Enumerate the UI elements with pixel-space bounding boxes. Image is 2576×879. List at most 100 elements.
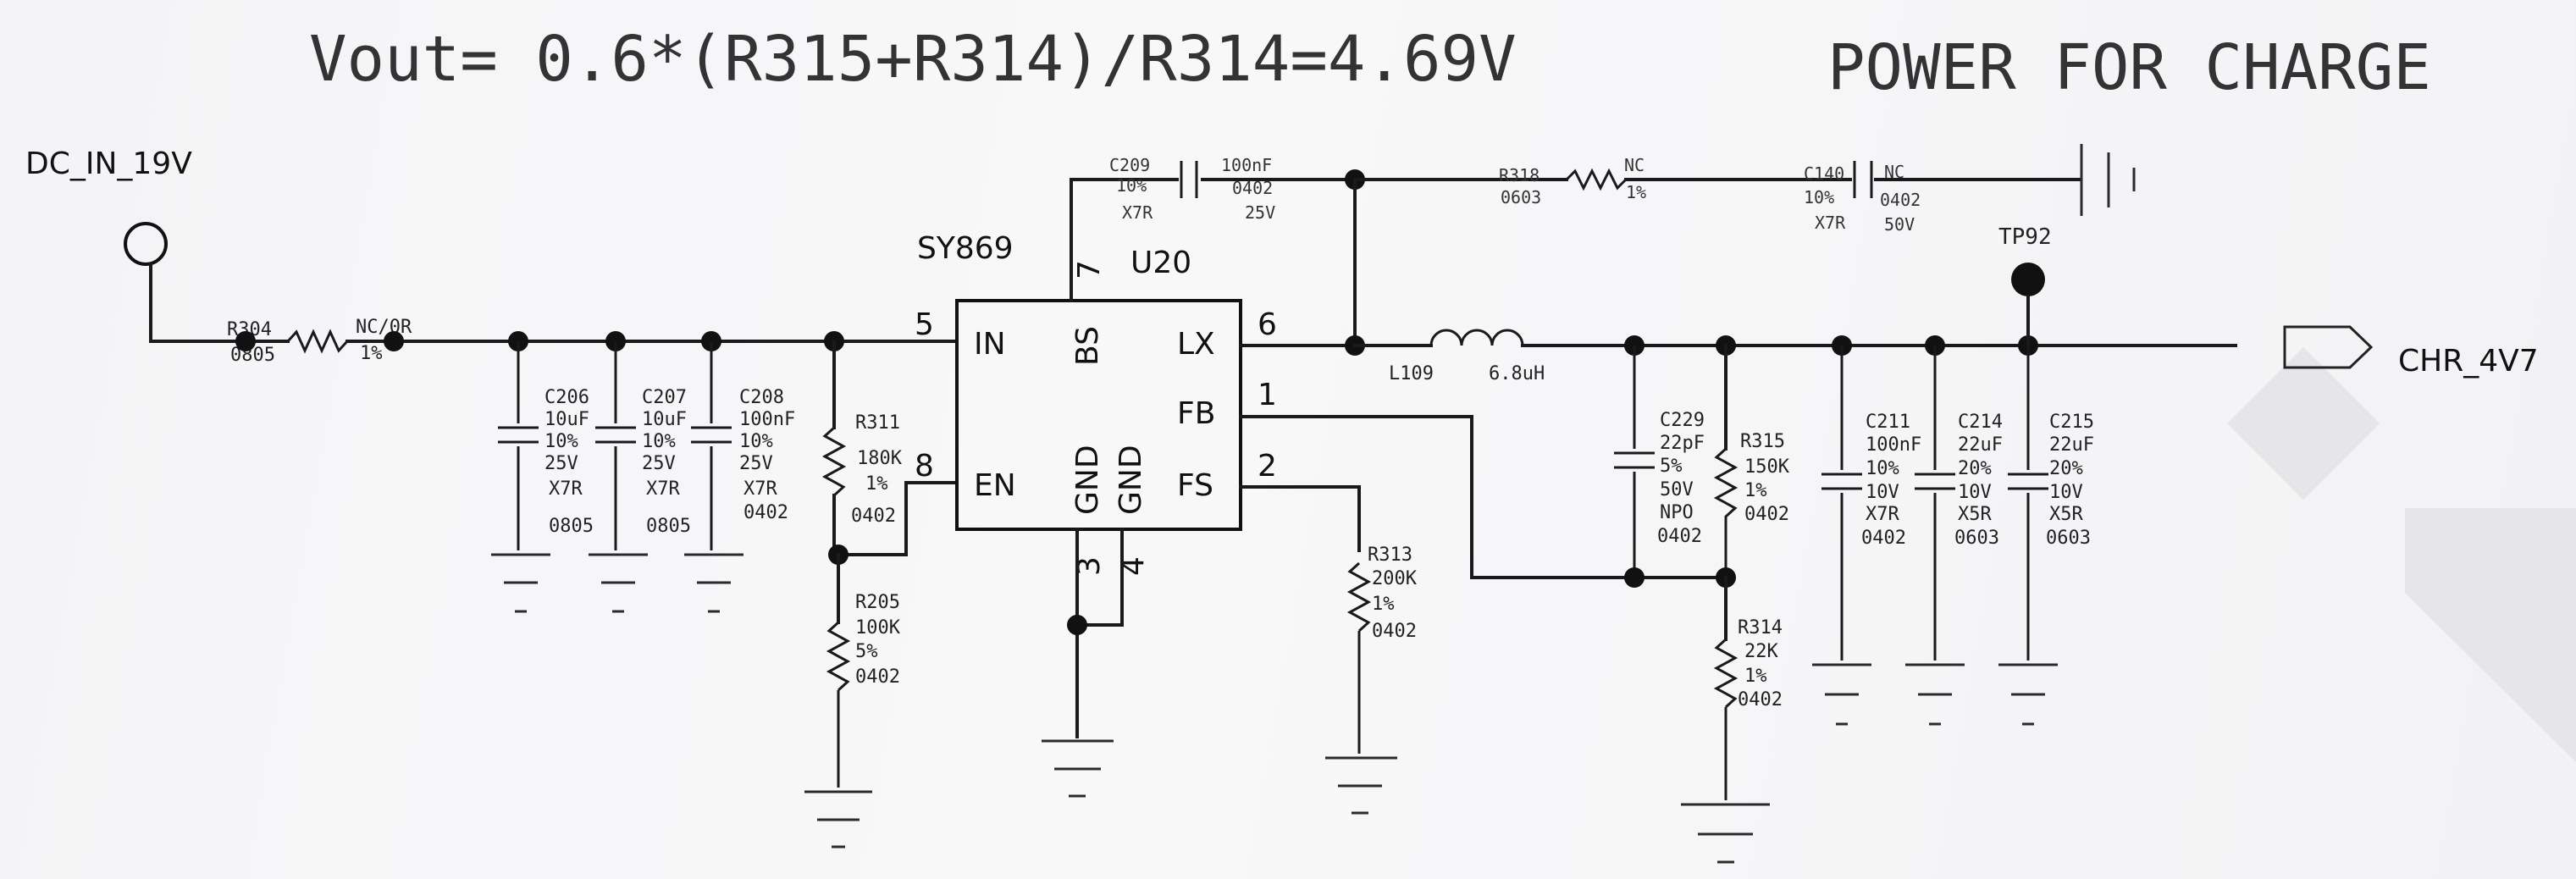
c140-package: 0402 — [1880, 190, 1921, 210]
r318-tolerance: 1% — [1626, 182, 1646, 202]
pin-number-7: 7 — [1072, 260, 1107, 279]
ground-icon — [1681, 803, 1770, 864]
c211-value: 100nF — [1866, 434, 1921, 456]
r318-package: 0603 — [1501, 187, 1541, 207]
c208-ref: C208 — [739, 387, 784, 408]
c140-ref: C140 — [1804, 163, 1844, 184]
ground-icon — [684, 553, 744, 613]
pin-label-bs: BS — [1070, 326, 1105, 366]
c215-value: 22uF — [2049, 434, 2094, 456]
input-connector-icon — [124, 222, 168, 266]
pin-number-4: 4 — [1116, 556, 1151, 576]
c229-package: 0402 — [1657, 526, 1702, 547]
c209-value: 100nF — [1221, 155, 1272, 175]
pin-label-fb: FB — [1177, 396, 1215, 431]
c229-value: 22pF — [1660, 433, 1705, 454]
junction-dot — [1624, 567, 1645, 588]
r313-ref: R313 — [1368, 545, 1412, 566]
c206-package: 0805 — [549, 516, 594, 537]
capacitor-c206: C206 10uF 10% 25V X7R 0805 — [491, 341, 594, 613]
r205-tolerance: 5% — [855, 641, 878, 662]
capacitor-c229-icon — [1614, 346, 1655, 576]
pin-label-in: IN — [974, 327, 1006, 362]
r315-package: 0402 — [1744, 504, 1789, 525]
c209-package: 0402 — [1232, 178, 1273, 198]
pin-label-lx: LX — [1177, 327, 1215, 362]
c207-ref: C207 — [642, 387, 687, 408]
l109-value: 6.8uH — [1489, 363, 1545, 384]
c214-value: 22uF — [1958, 434, 2003, 456]
c209-voltage: 25V — [1245, 202, 1275, 223]
c209-dielectric: X7R — [1122, 202, 1153, 223]
resistor-r318-icon — [1565, 168, 1628, 191]
r318-ref: R318 — [1499, 165, 1540, 185]
net-label-chr-4v7: CHR_4V7 — [2398, 344, 2539, 379]
pin-number-8: 8 — [915, 449, 934, 484]
r315-value: 150K — [1744, 456, 1790, 478]
output-port-icon — [2283, 325, 2374, 369]
c207-tolerance: 10% — [642, 431, 676, 452]
r311-package: 0402 — [851, 506, 896, 527]
schematic-heading: POWER FOR CHARGE — [1827, 31, 2431, 104]
pin-label-fs: FS — [1177, 468, 1213, 503]
c214-voltage: 10V — [1958, 482, 1992, 503]
c215-tolerance: 20% — [2049, 458, 2083, 479]
net-label-dc-in: DC_IN_19V — [25, 146, 192, 181]
c207-value: 10uF — [642, 409, 687, 430]
wire-bs-net — [1070, 178, 1179, 302]
ground-icon — [804, 790, 872, 849]
capacitor-c209-icon — [1180, 161, 1198, 198]
capacitor-c207: C207 10uF 10% 25V X7R 0805 — [589, 341, 691, 613]
c209-ref: C209 — [1109, 155, 1150, 175]
capacitor-c206-icon — [498, 341, 539, 550]
c206-dielectric: X7R — [549, 478, 583, 500]
testpoint-label: TP92 — [1998, 224, 2052, 250]
c207-voltage: 25V — [642, 453, 676, 474]
r315-ref: R315 — [1740, 431, 1785, 452]
c140-dielectric: X7R — [1815, 213, 1846, 233]
ground-icon — [1812, 663, 1871, 726]
resistor-r314-icon — [1713, 638, 1739, 709]
capacitor-c214-icon — [1915, 346, 1955, 661]
c215-ref: C215 — [2049, 412, 2094, 433]
wire-lx-net — [1239, 178, 1357, 347]
wire-fs-net — [1239, 485, 1361, 552]
pin-number-5: 5 — [915, 307, 934, 342]
c215-dielectric: X5R — [2049, 504, 2083, 525]
c214-package: 0603 — [1954, 528, 1999, 549]
c229-tolerance: 5% — [1660, 456, 1683, 477]
pin-number-6: 6 — [1258, 307, 1277, 342]
c229-dielectric: NPO — [1660, 502, 1694, 523]
c208-tolerance: 10% — [739, 431, 773, 452]
capacitor-c208-icon — [691, 341, 732, 550]
r205-value: 100K — [855, 617, 901, 639]
vout-formula: Vout= 0.6*(R315+R314)/R314=4.69V — [309, 23, 1517, 96]
pin-label-gnd: GND — [1070, 445, 1105, 515]
r314-ref: R314 — [1738, 617, 1783, 639]
r304-value: NC/0R — [356, 317, 412, 338]
c211-tolerance: 10% — [1866, 458, 1899, 479]
capacitor-c215-icon — [2008, 346, 2048, 661]
wire-fb-net — [1239, 415, 1727, 579]
r313-package: 0402 — [1372, 621, 1417, 642]
junction-dot — [235, 331, 256, 351]
ic-part-number: SY869 — [917, 231, 1014, 266]
c208-value: 100nF — [739, 409, 795, 430]
r314-tolerance: 1% — [1744, 666, 1767, 687]
c211-ref: C211 — [1866, 412, 1910, 433]
wire-dc-in — [149, 263, 247, 343]
r313-value: 200K — [1372, 568, 1418, 589]
pin-number-1: 1 — [1258, 378, 1277, 412]
c211-voltage: 10V — [1866, 482, 1899, 503]
testpoint-icon — [2011, 263, 2045, 296]
c214-ref: C214 — [1958, 412, 2003, 433]
l109-ref: L109 — [1389, 363, 1434, 384]
ground-icon — [491, 553, 550, 613]
r314-package: 0402 — [1738, 689, 1783, 710]
c215-package: 0603 — [2046, 528, 2091, 549]
r313-tolerance: 1% — [1372, 594, 1395, 615]
c208-voltage: 25V — [739, 453, 773, 474]
c211-dielectric: X7R — [1866, 504, 1899, 525]
pin-number-3: 3 — [1072, 556, 1107, 576]
